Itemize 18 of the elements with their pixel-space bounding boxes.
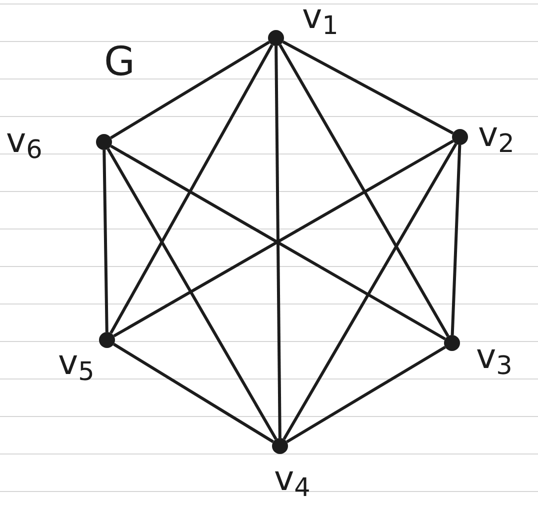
- graph-name-label: G: [104, 42, 135, 82]
- graph-edge: [274, 46, 282, 438]
- vertex-label: v$_{5}$: [58, 346, 94, 380]
- vertex-label: v$_{3}$: [476, 340, 512, 374]
- graph-edge: [450, 144, 462, 336]
- graph-edge: [282, 40, 454, 135]
- graph-edge: [278, 44, 450, 337]
- graph-edge: [282, 143, 458, 440]
- graph-edge: [110, 44, 274, 334]
- vertex-label: v$_{4}$: [274, 462, 310, 496]
- graph-edge: [102, 150, 108, 332]
- graph-edge: [106, 148, 278, 440]
- vertex-label: v$_{1}$: [302, 0, 338, 34]
- graph-edge: [286, 346, 446, 444]
- graph-edge: [110, 40, 270, 140]
- vertex-label: v$_{6}$: [6, 124, 42, 158]
- graph-edge: [113, 342, 274, 444]
- vertex-label: v$_{2}$: [478, 118, 514, 152]
